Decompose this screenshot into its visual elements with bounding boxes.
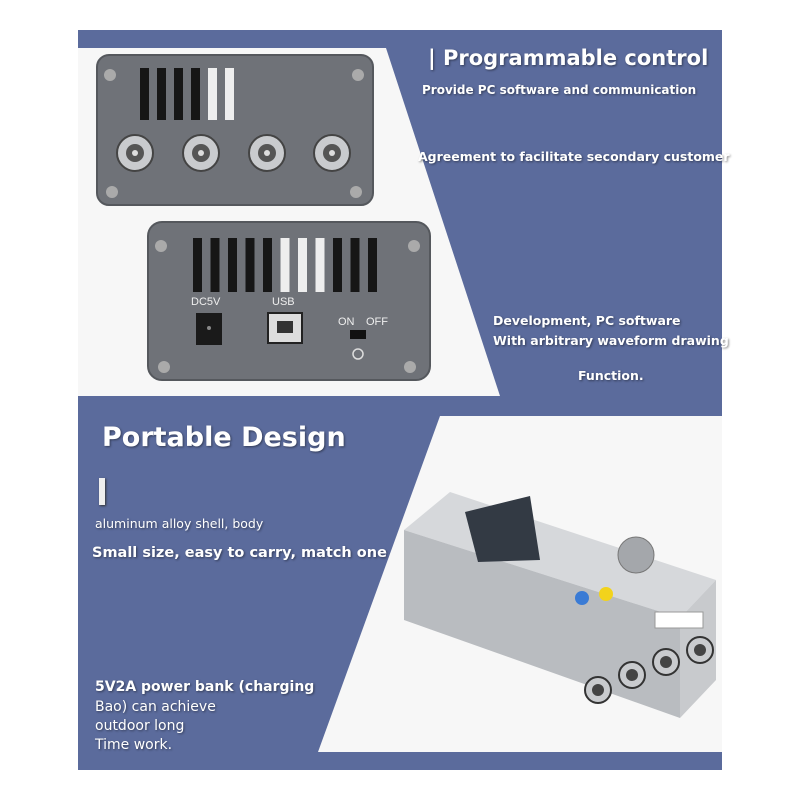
vent-slot xyxy=(193,238,202,292)
power-line2: Bao) can achieve xyxy=(95,699,216,715)
vent-slot xyxy=(245,238,255,292)
vent-slot xyxy=(191,68,200,120)
lcd-screen xyxy=(465,496,540,562)
vent-slot xyxy=(225,68,234,120)
dc5v-label: DC5V xyxy=(191,296,221,308)
vent-slot xyxy=(333,238,342,292)
device-rear-panel: DC5V USB ON OFF xyxy=(147,221,431,381)
signal-generator-device xyxy=(404,492,716,718)
power-switch-icon xyxy=(350,330,366,339)
blue-button xyxy=(575,591,589,605)
power-line1: 5V2A power bank (charging xyxy=(95,679,315,695)
vent-slot xyxy=(315,238,325,292)
programmable-line5: Function. xyxy=(578,368,644,383)
vent-slot xyxy=(350,238,360,292)
barcode-label xyxy=(654,611,704,629)
power-icon xyxy=(352,348,364,360)
screw-icon xyxy=(350,186,362,198)
portable-line2: Small size, easy to carry, match one xyxy=(92,545,387,561)
vent-slot xyxy=(157,68,166,120)
usb-label: USB xyxy=(272,296,295,308)
power-line3: outdoor long xyxy=(95,718,185,734)
vent-slot xyxy=(140,68,149,120)
on-label: ON xyxy=(338,316,355,328)
screw-icon xyxy=(158,361,170,373)
programmable-line3: Development, PC software xyxy=(493,313,681,328)
screw-icon xyxy=(352,69,364,81)
accent-bar xyxy=(99,478,105,505)
vent-slot xyxy=(298,238,307,292)
screw-icon xyxy=(404,361,416,373)
device-front-panel xyxy=(96,54,374,206)
vent-slot xyxy=(228,238,237,292)
yellow-button xyxy=(599,587,613,601)
screw-icon xyxy=(408,240,420,252)
programmable-line4: With arbitrary waveform drawing xyxy=(493,333,729,348)
vent-slot xyxy=(368,238,377,292)
programmable-title: | Programmable control xyxy=(428,46,709,70)
off-label: OFF xyxy=(366,316,388,328)
rotary-knob xyxy=(617,536,655,574)
screw-icon xyxy=(155,240,167,252)
vent-slot xyxy=(174,68,183,120)
vent-slot xyxy=(280,238,290,292)
programmable-line2: Agreement to facilitate secondary custom… xyxy=(418,149,730,164)
power-line4: Time work. xyxy=(95,737,173,753)
vent-slot xyxy=(263,238,272,292)
screw-icon xyxy=(106,186,118,198)
programmable-line1: Provide PC software and communication xyxy=(422,83,697,97)
vent-slot xyxy=(210,238,220,292)
screw-icon xyxy=(104,69,116,81)
portable-line1: aluminum alloy shell, body xyxy=(95,516,264,531)
vent-slot xyxy=(208,68,217,120)
portable-title: Portable Design xyxy=(102,422,346,453)
